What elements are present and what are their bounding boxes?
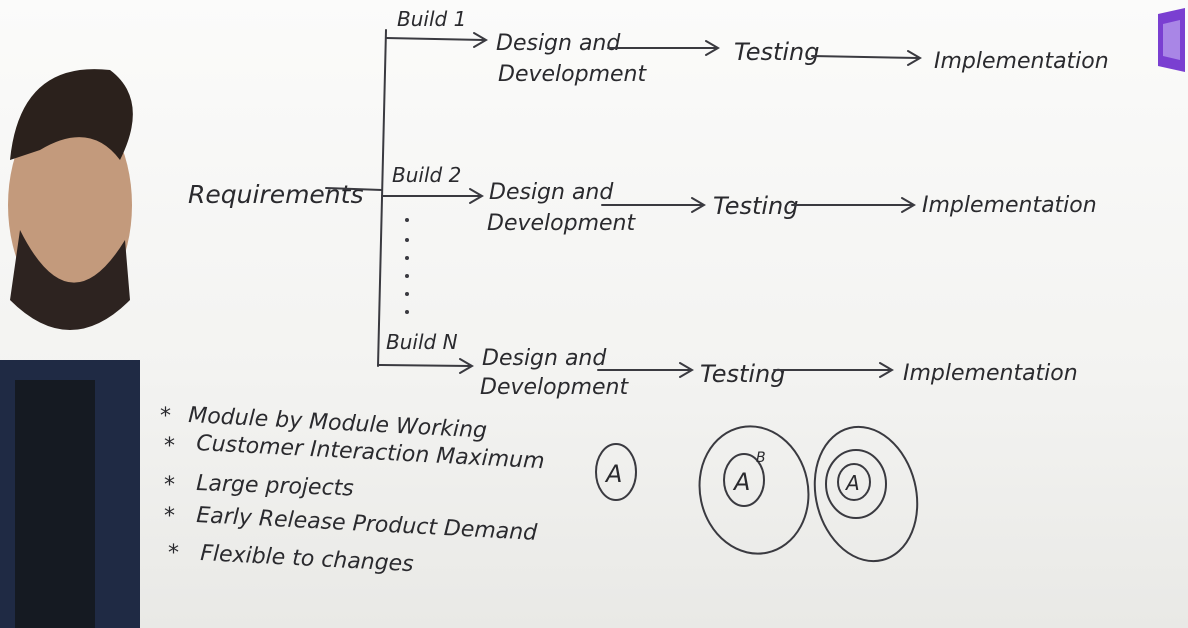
root-arrow [325,187,383,191]
svg-text:*: * [168,541,179,566]
design-label: Design and [489,180,614,205]
build-label: Build 2 [392,163,461,187]
implementation-label: Implementation [922,193,1097,218]
bullet-item: * Customer Interaction Maximum [164,431,545,474]
vertical-branch-line [377,29,387,367]
circle-diagram-3: A [813,425,919,563]
bullet-text: Flexible to changes [200,541,415,577]
circle-diagram-1: A [595,443,637,501]
development-label: Development [498,62,647,87]
build-1-row: Build 1 Design and Development Testing I… [385,7,1109,87]
continuation-dots [405,218,409,314]
build-2-row: Build 2 Design and Development Testing I… [381,163,1097,236]
implementation-label: Implementation [934,49,1109,74]
bullet-list: * Module by Module Working * Customer In… [160,403,545,577]
development-label: Development [487,211,636,236]
circle-diagram-2: A B [698,425,810,555]
testing-label: Testing [734,38,820,66]
circle-sup-label: B [756,450,766,466]
bullet-item: * Early Release Product Demand [164,503,539,546]
requirements-label: Requirements [188,180,363,209]
presenter [0,69,140,628]
bullet-item: * Large projects [164,471,354,501]
testing-label: Testing [713,192,799,220]
svg-text:*: * [164,473,175,498]
circle-label: A [732,468,750,496]
svg-text:*: * [160,404,171,429]
bullet-item: * Flexible to changes [168,541,414,577]
svg-text:*: * [164,504,175,529]
circle-label: A [604,460,622,488]
channel-logo [1158,8,1185,72]
development-label: Development [480,375,629,400]
circle-label: A [844,471,860,495]
implementation-label: Implementation [903,361,1078,386]
build-n-row: Build N Design and Development Testing I… [377,330,1078,400]
build-label: Build 1 [397,7,466,31]
bullet-text: Early Release Product Demand [196,503,539,546]
design-label: Design and [482,346,607,371]
build-label: Build N [386,330,458,354]
svg-text:*: * [164,434,175,459]
testing-label: Testing [700,360,786,388]
bullet-text: Large projects [196,471,354,501]
design-label: Design and [496,31,621,56]
